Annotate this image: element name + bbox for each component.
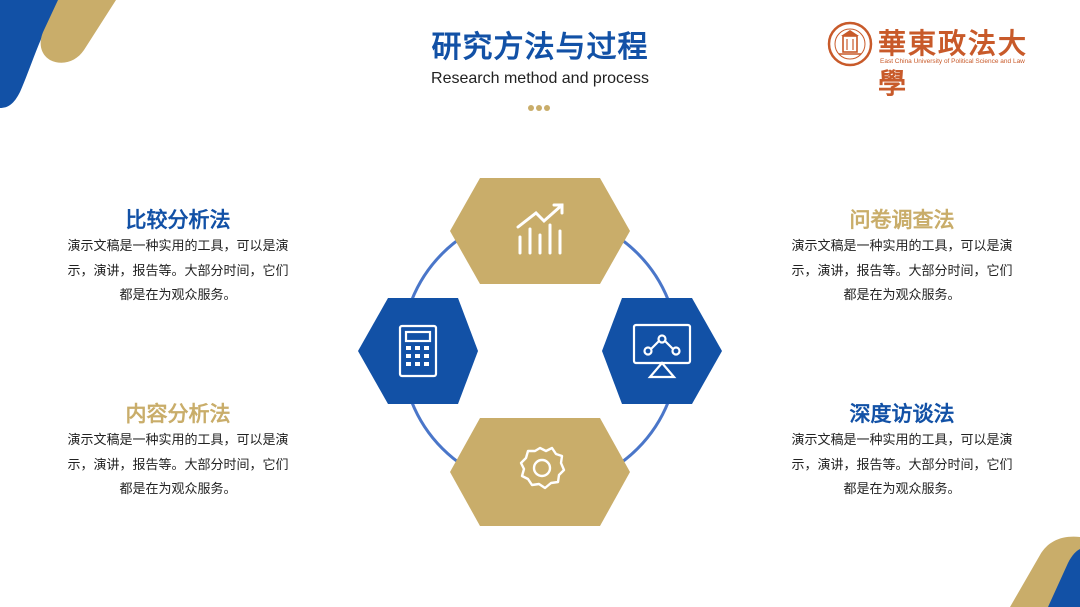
- corner-decoration-bottom-right: [1010, 536, 1080, 607]
- hex-top: [450, 178, 630, 284]
- university-seal-icon: [827, 21, 873, 67]
- text-line: 演示文稿是一种实用的工具，可以是演: [67, 239, 289, 254]
- hex-right: [602, 298, 722, 404]
- section-text-in-depth-interview: 演示文稿是一种实用的工具，可以是演 示，演讲，报告等。大部分时间，它们 都是在为…: [784, 429, 1020, 503]
- university-name: 華東政法大學: [878, 27, 1029, 100]
- text-line: 都是在为观众服务。: [843, 288, 961, 303]
- text-line: 都是在为观众服务。: [843, 482, 961, 497]
- section-text-comparative: 演示文稿是一种实用的工具，可以是演 示，演讲，报告等。大部分时间，它们 都是在为…: [60, 235, 296, 309]
- corner-decoration-top-left: [0, 0, 116, 108]
- text-line: 演示文稿是一种实用的工具，可以是演: [791, 239, 1013, 254]
- text-line: 演示文稿是一种实用的工具，可以是演: [67, 433, 289, 448]
- calculator-icon: [398, 324, 438, 378]
- text-line: 都是在为观众服务。: [119, 288, 237, 303]
- section-title-in-depth-interview: 深度访谈法: [849, 402, 955, 426]
- text-line: 示，演讲，报告等。大部分时间，它们: [67, 263, 289, 279]
- page-title: 研究方法与过程: [431, 30, 649, 65]
- section-title-content-analysis: 内容分析法: [125, 402, 231, 426]
- hex-left: [358, 298, 478, 404]
- hex-bottom: [450, 418, 630, 526]
- text-line: 示，演讲，报告等。大部分时间，它们: [791, 457, 1013, 473]
- gear-icon: [519, 446, 566, 490]
- text-line: 示，演讲，报告等。大部分时间，它们: [791, 263, 1013, 279]
- text-line: 都是在为观众服务。: [119, 482, 237, 497]
- page-subtitle: Research method and process: [431, 70, 649, 87]
- university-logo: 華東政法大學 East China University of Politica…: [826, 20, 1051, 100]
- chart-up-icon: [516, 203, 564, 255]
- monitor-network-icon: [632, 323, 692, 379]
- university-english-name: East China University of Political Scien…: [880, 58, 1025, 65]
- text-line: 示，演讲，报告等。大部分时间，它们: [67, 457, 289, 473]
- section-text-content-analysis: 演示文稿是一种实用的工具，可以是演 示，演讲，报告等。大部分时间，它们 都是在为…: [60, 429, 296, 503]
- process-diagram: [358, 178, 722, 526]
- section-text-questionnaire: 演示文稿是一种实用的工具，可以是演 示，演讲，报告等。大部分时间，它们 都是在为…: [784, 235, 1020, 309]
- section-title-questionnaire: 问卷调查法: [849, 208, 955, 232]
- section-title-comparative: 比较分析法: [125, 208, 231, 232]
- title-dots: [528, 96, 554, 111]
- text-line: 演示文稿是一种实用的工具，可以是演: [791, 433, 1013, 448]
